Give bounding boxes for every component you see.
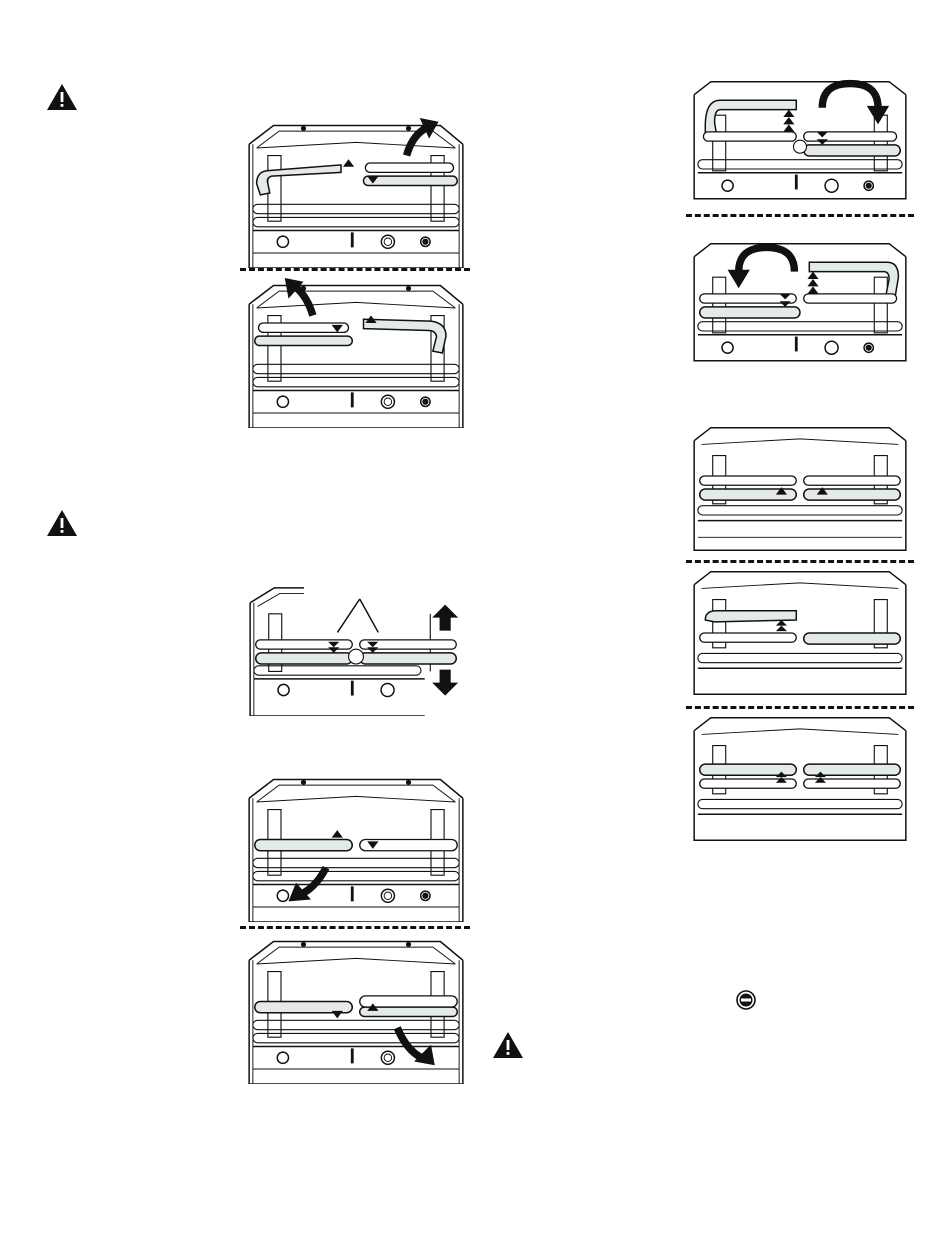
divider <box>686 560 914 563</box>
warning-triangle-icon <box>46 508 78 538</box>
diagram-panel-left-2 <box>236 278 476 428</box>
diagram-panel-left-5 <box>236 934 476 1084</box>
diagram-panel-right-5 <box>680 714 920 844</box>
divider <box>240 268 470 271</box>
diagram-panel-left-4 <box>236 772 476 922</box>
diagram-panel-right-4 <box>680 568 920 698</box>
diagram-panel-right-2 <box>680 240 920 370</box>
divider <box>686 706 914 709</box>
warning-triangle-icon <box>492 1030 524 1060</box>
diagram-panel-left-1 <box>236 118 476 268</box>
diagram-panel-right-3 <box>680 424 920 554</box>
divider <box>240 926 470 929</box>
diagram-panel-left-3 <box>236 586 476 716</box>
warning-triangle-icon <box>46 82 78 112</box>
divider <box>686 214 914 217</box>
diagram-panel-right-1 <box>680 78 920 208</box>
stop-button-icon <box>736 990 756 1010</box>
